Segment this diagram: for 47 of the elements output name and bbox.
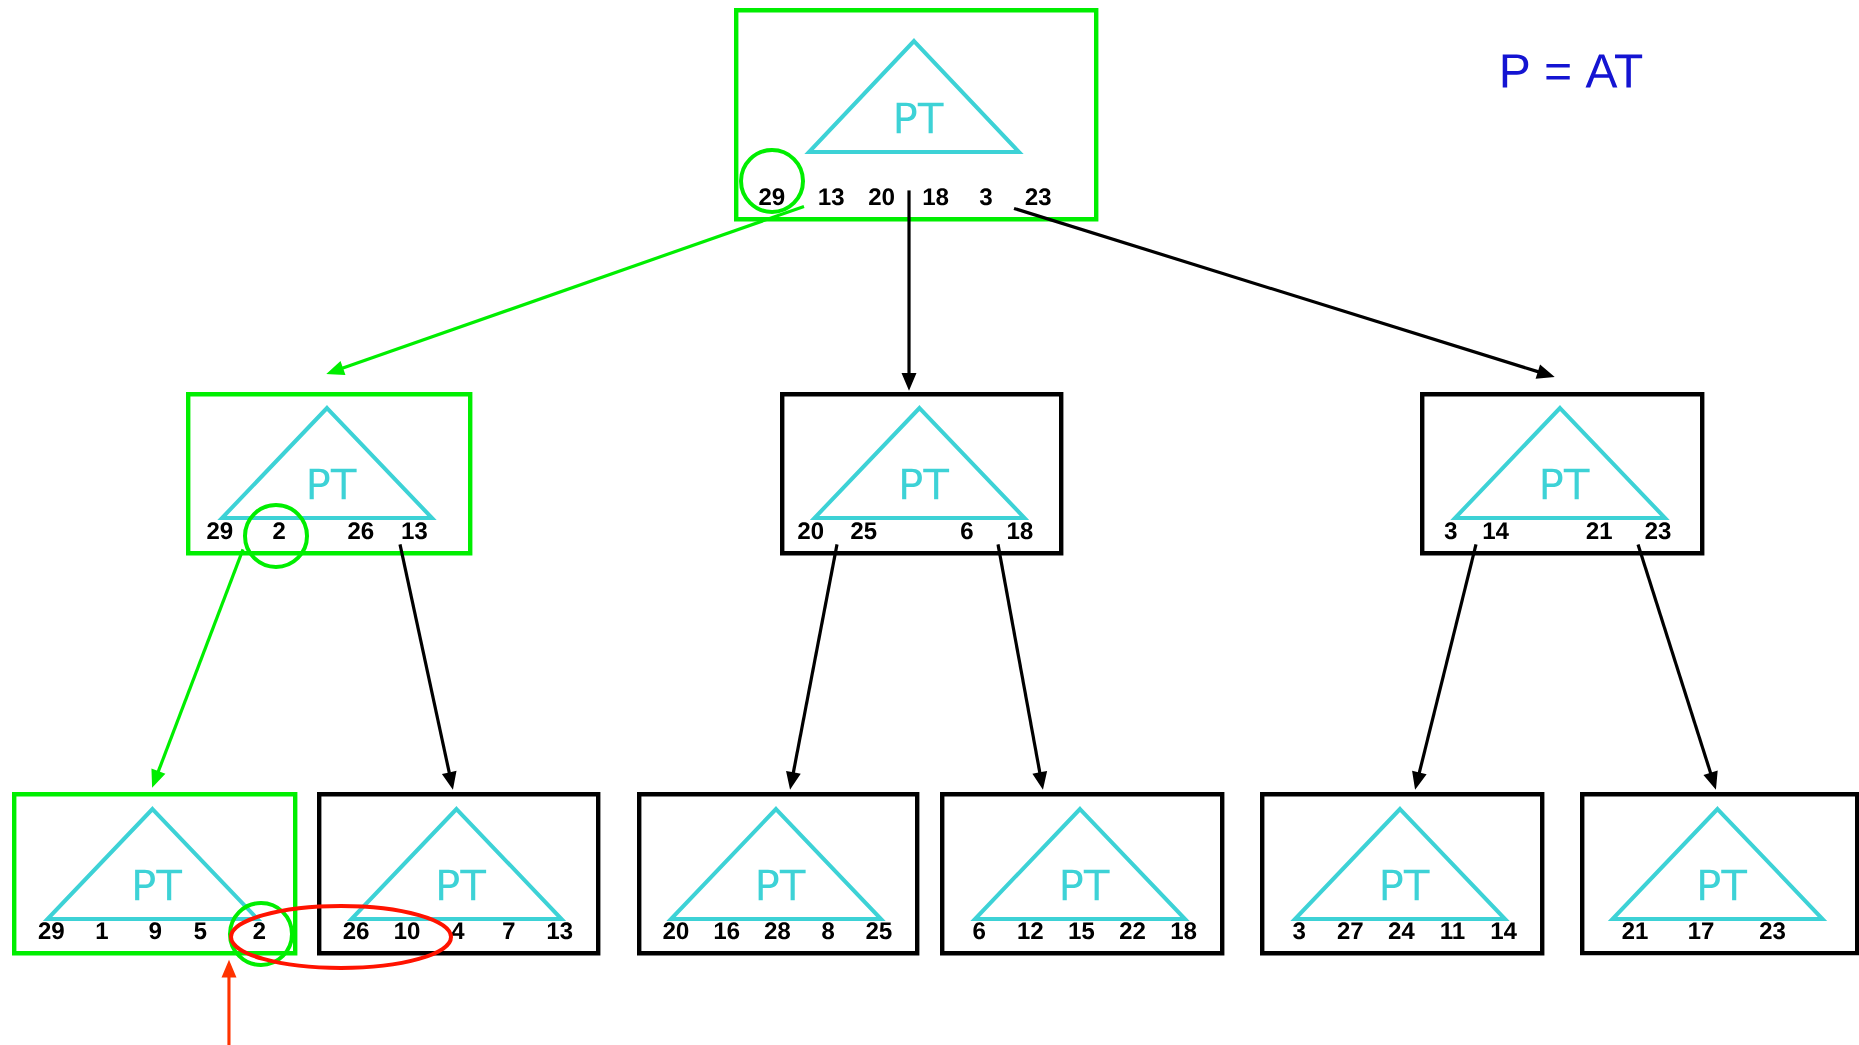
key-number: 23 [1645, 522, 1671, 540]
key-number: 7 [503, 922, 515, 939]
key-number: 20 [663, 922, 689, 940]
key-number: 14 [1483, 522, 1509, 539]
key-number: 20 [798, 522, 824, 540]
key-number: 21 [1622, 922, 1648, 939]
equation-label: P = AT [1502, 54, 1643, 88]
key-number: 3 [1293, 922, 1305, 940]
key-number: 15 [1069, 922, 1095, 940]
key-number: 13 [402, 522, 427, 540]
key-number: 4 [451, 922, 465, 939]
key-number: 3 [1444, 522, 1457, 540]
key-number: 2 [253, 922, 265, 939]
key-number: 13 [819, 188, 844, 206]
key-number: 13 [547, 922, 573, 940]
key-number: 17 [1689, 922, 1714, 939]
key-number: 2 [273, 522, 285, 539]
key-number: 5 [194, 922, 207, 940]
key-number: 25 [851, 522, 877, 540]
key-number: 6 [961, 522, 973, 540]
key-number: 6 [973, 922, 985, 940]
key-number: 8 [822, 922, 835, 940]
key-number: 1 [96, 922, 108, 939]
key-number: 14 [1491, 922, 1517, 939]
key-number: 26 [343, 922, 369, 940]
key-number: 27 [1337, 922, 1363, 939]
key-number: 3 [979, 188, 992, 206]
key-number: 22 [1120, 922, 1145, 939]
key-number: 29 [207, 522, 233, 540]
key-number: 18 [923, 188, 949, 206]
key-number: 23 [1025, 188, 1051, 206]
key-number: 11 [1441, 922, 1465, 939]
key-number: 18 [1171, 922, 1197, 940]
key-number: 29 [38, 922, 64, 940]
key-number: 24 [1388, 922, 1415, 939]
key-number: 25 [866, 922, 892, 940]
key-number: 18 [1008, 522, 1033, 540]
key-number: 21 [1586, 522, 1612, 539]
key-number: 10 [395, 922, 420, 940]
key-number: 29 [759, 188, 785, 206]
key-number: 26 [348, 522, 374, 540]
key-number: 23 [1760, 922, 1785, 940]
key-number: 28 [764, 922, 790, 940]
key-number: 9 [149, 922, 162, 940]
key-number: 20 [869, 188, 894, 206]
key-number: 12 [1018, 922, 1043, 939]
key-number: 16 [714, 922, 740, 940]
